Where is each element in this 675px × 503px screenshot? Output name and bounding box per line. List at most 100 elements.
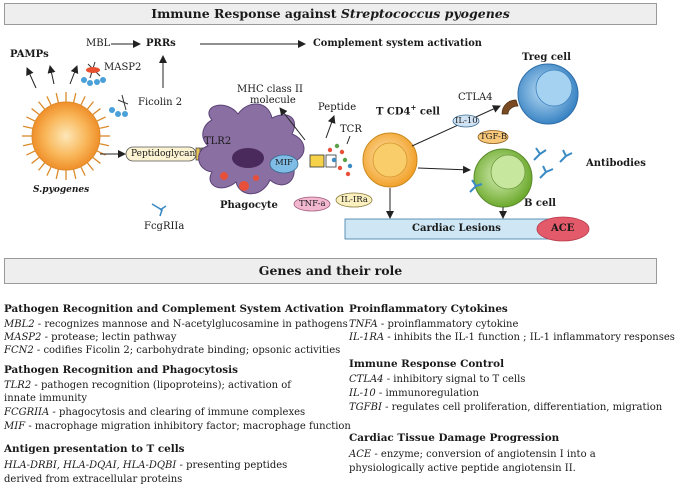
bacterium-spike [95,116,106,123]
tcd4-prefix: T CD4 [376,106,411,118]
bacterium-spike [86,161,94,171]
il10-label: IL-10 [455,116,478,126]
complement-label: Complement system activation [313,38,482,49]
il1ra-ellipse [335,192,373,208]
gene-desc: innate immunity [4,393,88,404]
gene-line: physiologically active peptide angiotens… [349,463,576,475]
gene-name: FCN2 [4,345,34,356]
gene-desc: - proinflammatory cytokine [377,319,519,330]
masp2-molecule [81,61,106,86]
ficolin-molecule [109,94,129,117]
bacterium-spike [91,156,101,164]
bacterium-spike [79,96,86,107]
gene-name: TNFA [349,319,378,330]
tcd4-label: T CD4+ cell [376,102,440,118]
ace-label: ACE [551,223,575,234]
tcr-pointer [346,135,351,145]
cardiac-label: Cardiac Lesions [412,223,501,234]
granule-3 [253,175,259,181]
gene-line: TNFA - proinflammatory cytokine [349,319,518,331]
granule-1 [220,172,228,180]
gene-line: TGFBI - regulates cell proliferation, di… [349,402,662,414]
ctla4-receptor [501,99,519,115]
gene-desc: - macrophage migration inhibitory factor… [25,421,351,432]
s-pyogenes-bacterium [22,92,110,180]
pamps-arrow-1 [26,67,37,89]
pamps-arrow-2 [47,65,56,85]
gene-name: MASP2 [4,332,42,343]
bacterium-spike [22,125,34,130]
gene-desc: physiologically active peptide angiotens… [349,463,576,474]
gene-desc: - phagocytosis and clearing of immune co… [49,407,306,418]
gene-desc: - presenting peptides [176,460,288,471]
il1ra-label: IL-IRa [341,195,368,205]
bacterium-spike [72,92,77,104]
gene-line: MBL2 - recognizes mannose and N-acetylgl… [4,319,348,331]
bacterium-spike [26,116,37,123]
gene-line: innate immunity [4,393,87,405]
gene-name: TLR2 [4,380,32,391]
gene-desc: - inhibitory signal to T cells [383,374,526,385]
tnfa-label: TNF-a [299,199,326,209]
ace-ellipse [536,216,590,242]
bacterium-spike [79,165,86,176]
gene-line: FCGRIIA - phagocytosis and clearing of i… [4,407,305,419]
phagocyte-label: Phagocyte [220,200,278,211]
bacterium-spike [31,156,41,164]
gene-line: IL-10 - immunoregulation [349,388,479,400]
gene-desc: - recognizes mannose and N-acetylglucosa… [34,319,348,330]
gene-desc: - enzyme; conversion of angiotensin I in… [371,449,596,460]
bacterium-spike [55,168,60,180]
bacterium-spike [31,108,41,116]
tcell-treg-arrow [411,105,501,147]
immune-diagram [22,40,590,242]
section-title-s2: Pathogen Recognition and Phagocytosis [4,364,238,376]
granule-2 [239,181,249,191]
tcr-label: TCR [340,124,362,135]
gene-line: HLA-DRBI, HLA-DQAI, HLA-DQBI - presentin… [4,460,287,472]
gene-desc: derived from extracellular proteins [4,474,183,485]
mif-ellipse [269,154,299,174]
gene-line: derived from extracellular proteins [4,474,182,486]
section-title-s4: Proinflammatory Cytokines [349,303,508,315]
section-title-s5: Immune Response Control [349,358,505,370]
mhc-arrow [279,107,306,141]
section-title-s1: Pathogen Recognition and Complement Syst… [4,303,345,315]
peptidoglycan-label: Peptidoglycan [131,149,196,159]
tcd4-suffix: cell [416,106,440,118]
tnfa-ellipse [293,196,331,212]
gene-line: MIF - macrophage migration inhibitory fa… [4,421,351,433]
masp2-label: MASP2 [104,62,142,73]
title-prefix: Immune Response against [151,6,341,21]
treg-nucleus [535,69,573,107]
section-title-s3: Antigen presentation to T cells [4,443,185,455]
mhc-label-line2: molecule [250,95,296,106]
gene-name: TGFBI [349,402,382,413]
ficolin2-label: Ficolin 2 [138,97,183,108]
gene-line: MASP2 - protease; lectin pathway [4,332,176,344]
bacterium-spike [98,142,110,147]
tgfb-ellipse [477,130,509,144]
gene-desc: - immunoregulation [375,388,479,399]
bacterium-spike [91,108,101,116]
ctla4-label: CTLA4 [458,92,493,103]
gene-desc: - regulates cell proliferation, differen… [381,402,663,413]
tcd4-sup: + [410,103,417,112]
bacterium-spike [26,149,37,156]
gene-name: FCGRIIA [4,407,50,418]
gene-name: MBL2 [4,319,35,330]
gene-line: ACE - enzyme; conversion of angiotensin … [349,449,596,461]
bacterium-spike [72,168,77,180]
bacterium-spike [55,92,60,104]
gene-name: IL-1RA [349,332,385,343]
antibodies-icon [469,147,573,193]
gene-name: ACE [349,449,372,460]
peptide-arrow [325,115,336,139]
gene-name: IL-10 [349,388,376,399]
bacterium-spike [46,96,53,107]
gene-line: CTLA4 - inhibitory signal to T cells [349,374,525,386]
bacterium-spike [46,165,53,176]
genes-banner: Genes and their role [4,258,657,284]
mbl-label: MBL [86,38,111,49]
phagocyte-nucleus [232,148,264,168]
